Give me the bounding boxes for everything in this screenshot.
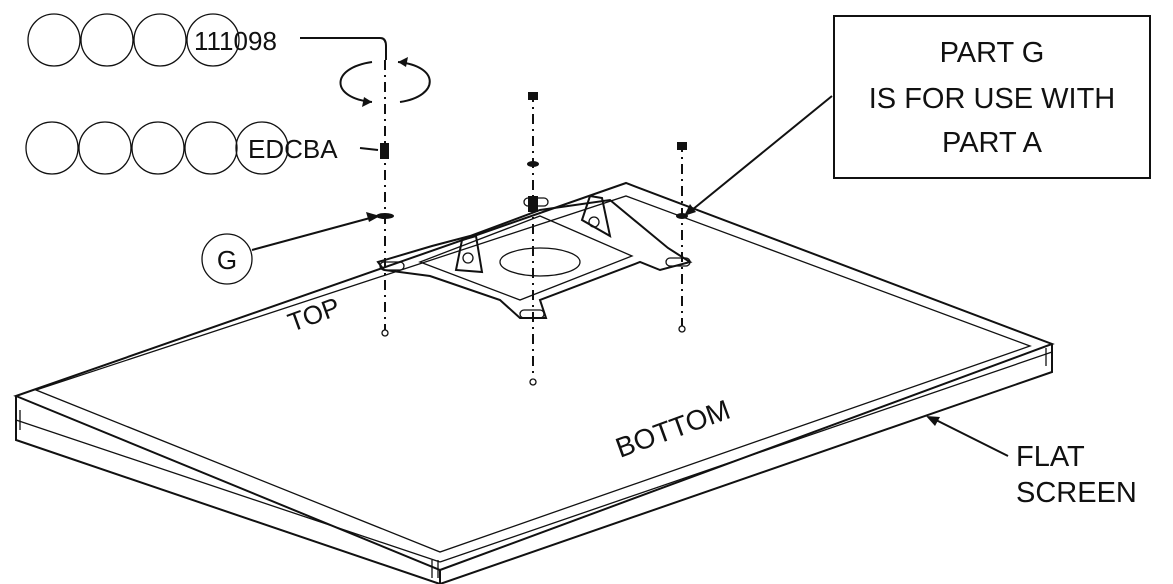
callout-circle-b (78, 121, 132, 175)
label-flat: FLAT (1016, 441, 1085, 473)
rotation-arrow-icon (339, 57, 431, 107)
note-box: PART G IS FOR USE WITH PART A (684, 15, 1151, 216)
callout-row-2: EDCBA (25, 121, 379, 175)
note-line-1: PART G (940, 37, 1045, 69)
bracket-center-hole (499, 247, 581, 277)
note-line-2: IS FOR USE WITH (869, 83, 1116, 115)
flat-screen-pointer (926, 416, 1009, 457)
callout-circle-1 (27, 13, 81, 67)
mounting-bracket (376, 194, 693, 319)
callout-row-1: 111098 (27, 13, 387, 67)
leader-line-row-1 (300, 37, 387, 60)
label-top: TOP (284, 291, 344, 337)
bracket-tab-left (454, 234, 484, 274)
center-fastener-stack (527, 92, 539, 386)
callout-circle-e (235, 121, 289, 175)
bracket-tab-right (580, 194, 612, 238)
callout-circle-a (25, 121, 79, 175)
label-bottom: BOTTOM (611, 394, 734, 464)
callout-numbers: 111098 (194, 26, 277, 56)
callout-g-label: G (217, 245, 237, 275)
callout-circle-c (131, 121, 185, 175)
callout-circle-4 (186, 13, 240, 67)
callout-circle-2 (80, 13, 134, 67)
label-screen: SCREEN (1016, 477, 1137, 509)
flat-screen-panel (13, 181, 1055, 584)
callout-circle-3 (133, 13, 187, 67)
callout-circle-g (201, 233, 253, 285)
callout-circle-d (184, 121, 238, 175)
left-fastener-stack (376, 60, 394, 337)
callout-part-g: G (201, 212, 380, 285)
right-fastener-stack (676, 142, 688, 333)
note-line-3: PART A (942, 127, 1043, 159)
callout-letters: EDCBA (248, 134, 338, 164)
